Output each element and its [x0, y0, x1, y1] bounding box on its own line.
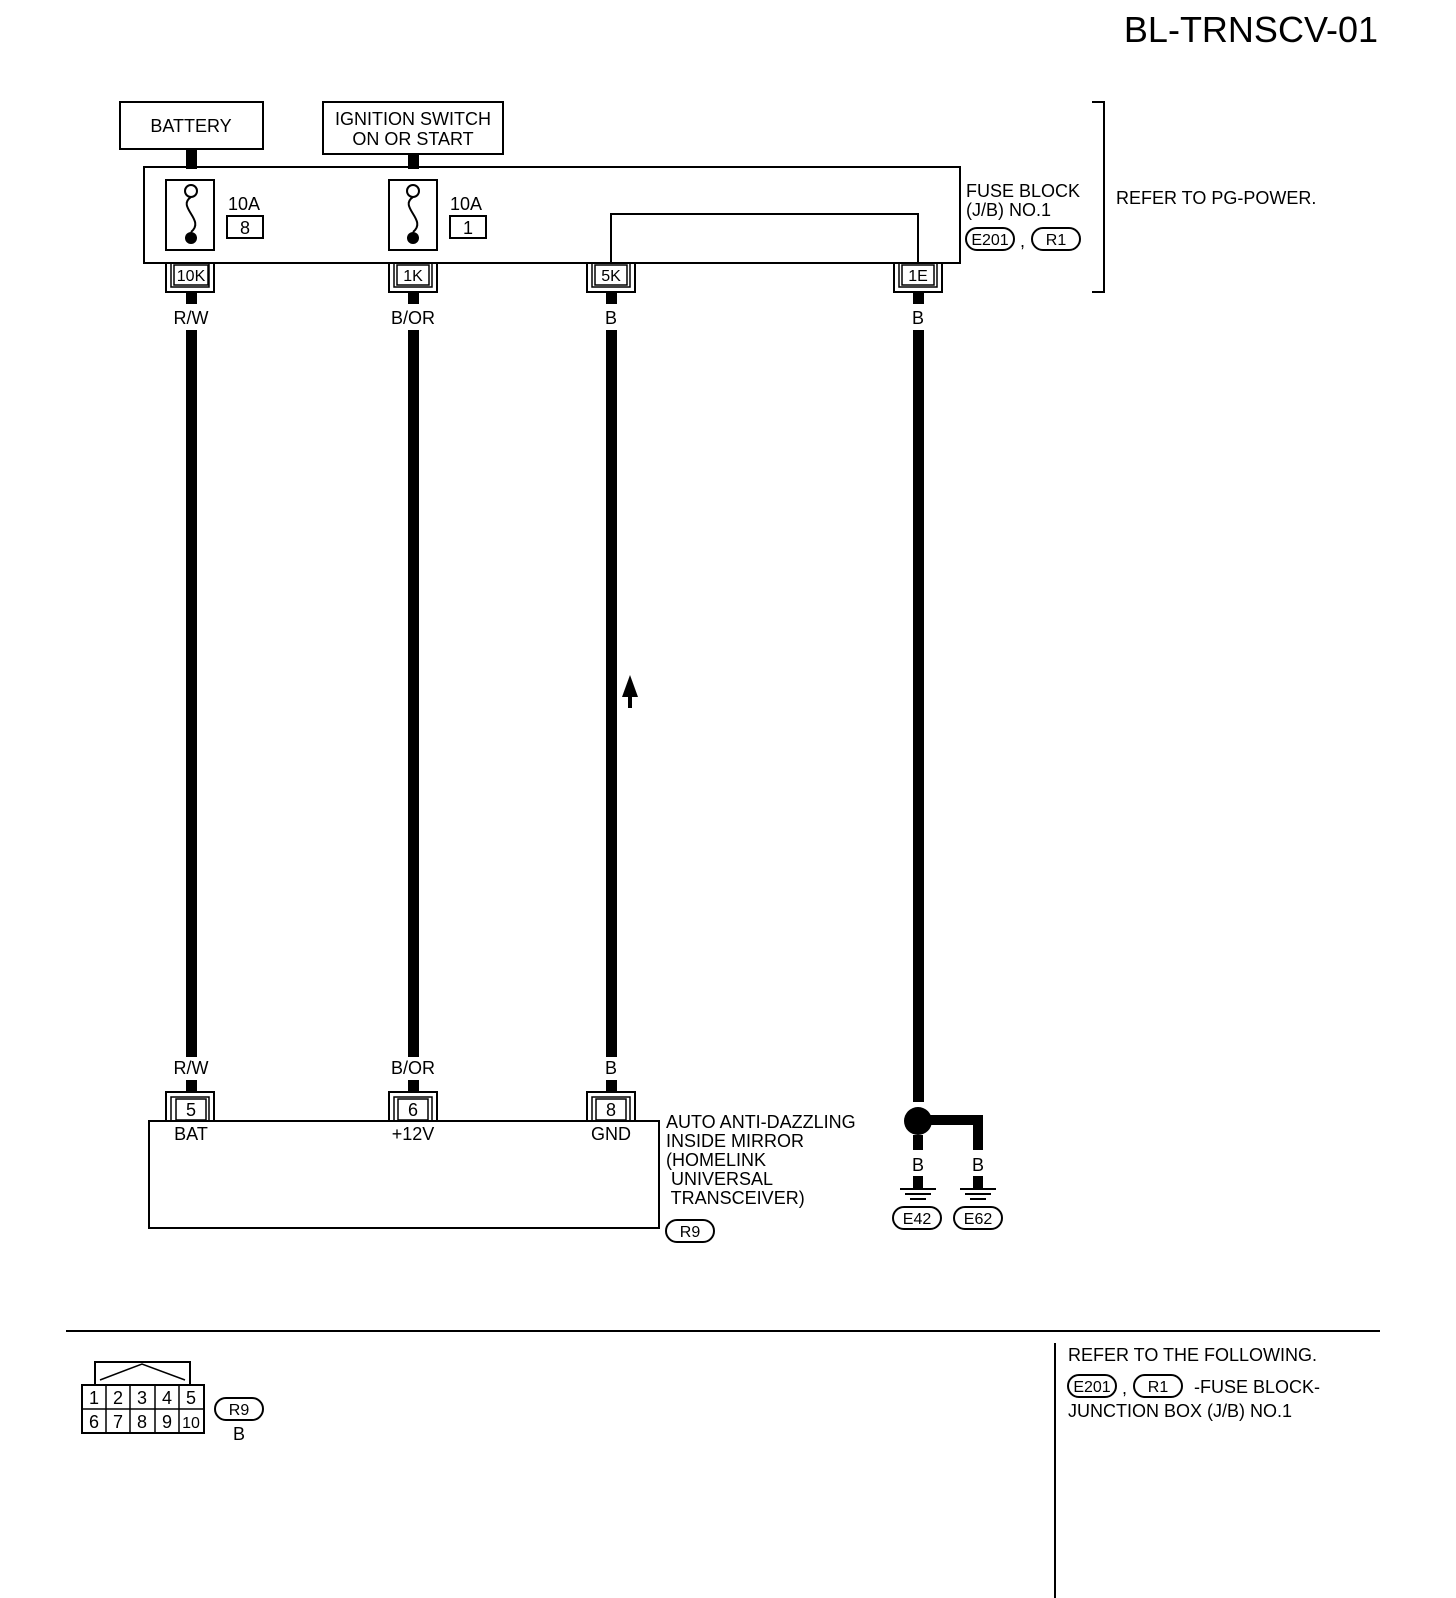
mirror-label-line5: TRANSCEIVER)	[666, 1188, 805, 1208]
connector-face-view-r9: 1 2 3 4 5 6 7 8 9 10 R9 B	[81, 1361, 264, 1444]
fuse-block-terminal-10k: 10K	[165, 263, 215, 293]
fuse-10a-8: 10A 8	[165, 179, 264, 251]
mirror-pin-5: 5	[165, 1091, 215, 1121]
mirror-pin-8: 8	[586, 1091, 636, 1121]
ground-wire-color-1: B	[912, 1155, 924, 1175]
fuse-10a-1: 10A 1	[388, 179, 487, 251]
wire-b-gnd	[606, 330, 617, 1057]
cavity-number: 4	[162, 1388, 172, 1408]
wire-color-bottom-2: B/OR	[391, 1058, 435, 1078]
refer-bracket	[1092, 101, 1105, 293]
ground-ref-e62: E62	[964, 1211, 993, 1228]
cavity-number: 8	[137, 1412, 147, 1432]
wire-color-top-2: B/OR	[391, 308, 435, 328]
wire-rw	[186, 330, 197, 1057]
terminal-label: 10K	[177, 268, 206, 285]
cavity-number: 3	[137, 1388, 147, 1408]
wire-b-ground-feed	[913, 330, 924, 1102]
fuse-number: 1	[463, 218, 473, 238]
mirror-label-line2: INSIDE MIRROR	[666, 1131, 804, 1151]
mirror-label-line1: AUTO ANTI-DAZZLING	[666, 1112, 856, 1132]
ignition-label-line1: IGNITION SWITCH	[335, 109, 491, 129]
pin-function-12v: +12V	[392, 1124, 435, 1144]
terminal-label: 5K	[601, 268, 621, 285]
ground-wire-color-2: B	[972, 1155, 984, 1175]
footer-refer-notes: REFER TO THE FOLLOWING. E201 , R1 -FUSE …	[1067, 1345, 1320, 1421]
wire-color-bottom-1: R/W	[174, 1058, 209, 1078]
cavity-number: 2	[113, 1388, 123, 1408]
mirror-label-line3: (HOMELINK	[666, 1150, 766, 1170]
terminal-label: 1K	[403, 268, 423, 285]
connector-ref-separator: ,	[1020, 231, 1025, 251]
terminal-label: 1E	[908, 268, 928, 285]
internal-ground-bridge	[610, 213, 919, 263]
connector-view-color: B	[233, 1424, 245, 1444]
mirror-pin-6: 6	[388, 1091, 438, 1121]
footer-desc-line2: JUNCTION BOX (J/B) NO.1	[1068, 1401, 1292, 1421]
connector-view-name: R9	[229, 1402, 250, 1419]
cavity-number: 6	[89, 1412, 99, 1432]
ground-ref-e42: E42	[903, 1211, 932, 1228]
mirror-connector-ref: R9	[680, 1224, 701, 1241]
pin-number: 6	[408, 1100, 418, 1120]
ground-symbol-icon	[960, 1188, 996, 1200]
wire-color-bottom-3: B	[605, 1058, 617, 1078]
refer-note: REFER TO PG-POWER.	[1116, 188, 1316, 208]
wire-color-top-4: B	[912, 308, 924, 328]
pin-number: 8	[606, 1100, 616, 1120]
current-flow-arrow-icon	[622, 675, 638, 697]
connector-ref-r1: R1	[1046, 232, 1067, 249]
footer-desc-line1: -FUSE BLOCK-	[1194, 1377, 1320, 1397]
cavity-number: 1	[89, 1388, 99, 1408]
ignition-switch-source: IGNITION SWITCH ON OR START	[322, 101, 504, 169]
footer-refer-line: REFER TO THE FOLLOWING.	[1068, 1345, 1317, 1365]
fuse-block-label-line1: FUSE BLOCK	[966, 181, 1080, 201]
wire-color-top-3: B	[605, 308, 617, 328]
fuse-block-terminal-1e: 1E	[893, 263, 943, 293]
ground-symbol-icon	[900, 1188, 936, 1200]
fuse-number: 8	[240, 218, 250, 238]
footer-separator: ,	[1122, 1378, 1127, 1398]
footer-connector-r1: R1	[1148, 1379, 1169, 1396]
connector-ref-e201: E201	[971, 232, 1008, 249]
fuse-block: 10A 8 10A 1 FUSE BLOCK (J/B) NO.1 E201 ,…	[143, 166, 1081, 264]
ignition-label-line2: ON OR START	[352, 129, 473, 149]
battery-source: BATTERY	[119, 101, 264, 169]
pin-function-bat: BAT	[174, 1124, 208, 1144]
wire-bor	[408, 330, 419, 1057]
battery-label: BATTERY	[150, 116, 231, 136]
mirror-label-line4: UNIVERSAL	[666, 1169, 773, 1189]
fuse-block-terminal-5k: 5K	[586, 263, 636, 293]
pin-number: 5	[186, 1100, 196, 1120]
fuse-amps: 10A	[450, 194, 482, 214]
ground-circuit: B B E42 E62	[892, 1107, 1003, 1230]
pin-function-gnd: GND	[591, 1124, 631, 1144]
auto-anti-dazzling-mirror: BAT +12V GND AUTO ANTI-DAZZLING INSIDE M…	[148, 1112, 856, 1243]
wire-color-top-1: R/W	[174, 308, 209, 328]
page-title: BL-TRNSCV-01	[1124, 9, 1378, 50]
footer-connector-e201: E201	[1073, 1379, 1110, 1396]
fuse-block-terminal-1k: 1K	[388, 263, 438, 293]
cavity-number: 5	[186, 1388, 196, 1408]
cavity-number: 9	[162, 1412, 172, 1432]
cavity-number: 7	[113, 1412, 123, 1432]
cavity-number: 10	[182, 1415, 200, 1432]
splice-dot	[904, 1107, 932, 1135]
fuse-amps: 10A	[228, 194, 260, 214]
fuse-block-label-line2: (J/B) NO.1	[966, 200, 1051, 220]
